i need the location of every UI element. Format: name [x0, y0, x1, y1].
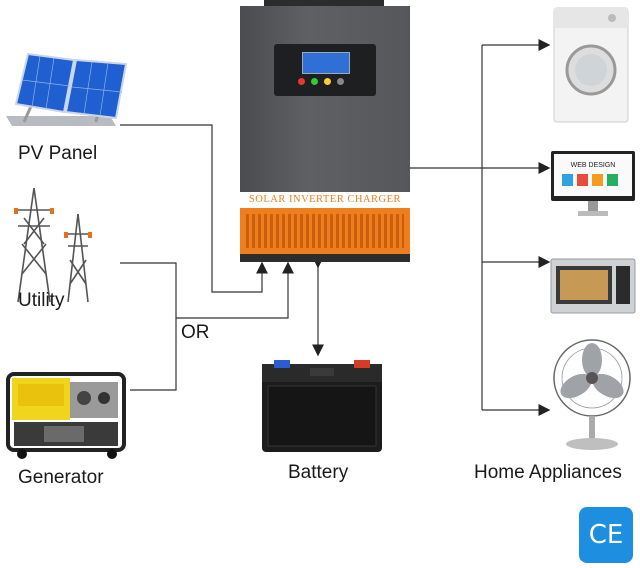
power-tower-icon — [14, 187, 92, 303]
home-appliances-label: Home Appliances — [474, 462, 622, 483]
inverter-caption: SOLAR INVERTER CHARGER — [248, 194, 402, 205]
generator-line — [130, 318, 177, 391]
utility-label: Utility — [18, 290, 65, 311]
battery-label: Battery — [288, 462, 349, 483]
computer-monitor-icon: WEB DESIGN — [551, 151, 635, 216]
vent-panel — [240, 208, 410, 254]
pv-panel-label: PV Panel — [18, 143, 98, 164]
battery-icon — [262, 360, 382, 452]
solar-inverter-charger: SOLAR INVERTER CHARGER — [240, 0, 410, 262]
control-panel — [274, 44, 376, 96]
ce-badge: CE — [579, 507, 633, 563]
electric-fan-icon — [553, 339, 631, 450]
generator-icon — [6, 372, 126, 459]
generator-label: Generator — [18, 467, 104, 488]
washing-machine-icon — [553, 7, 629, 123]
utility-line — [120, 261, 294, 319]
pv-line — [120, 124, 268, 293]
monitor-screen-text: WEB DESIGN — [571, 162, 616, 169]
microwave-icon — [550, 258, 636, 314]
solar-panel-icon — [6, 52, 128, 126]
or-label: OR — [181, 322, 210, 343]
lcd-screen — [302, 52, 350, 74]
